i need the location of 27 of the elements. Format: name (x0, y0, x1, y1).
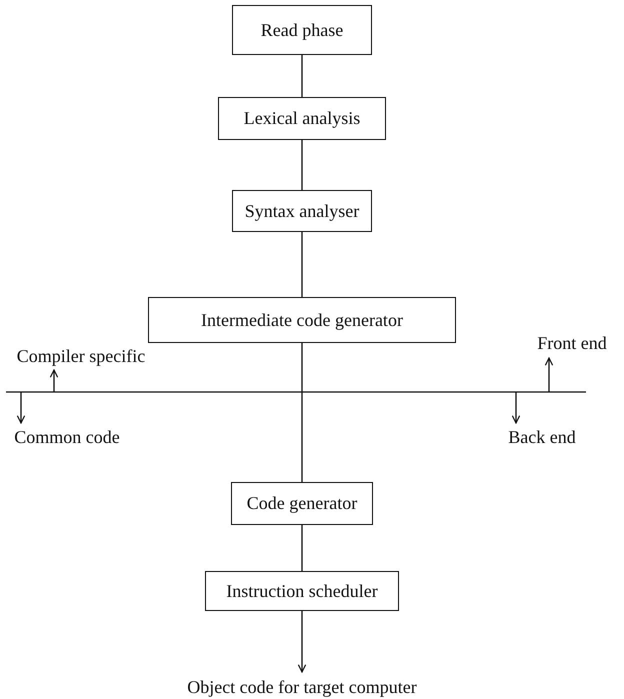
connector-line (301, 343, 303, 482)
text-label: Front end (537, 332, 607, 354)
process-box (231, 482, 373, 525)
arrow (16, 392, 26, 424)
text-label: Common code (14, 426, 120, 448)
text-label: Object code for target computer (187, 676, 417, 698)
process-box (205, 571, 399, 611)
box-label: Instruction scheduler (226, 580, 378, 602)
process-box (218, 97, 386, 140)
process-box (232, 190, 372, 232)
box-label: Syntax analyser (244, 200, 360, 222)
text-label: Back end (508, 426, 576, 448)
arrow (544, 357, 554, 392)
arrow (512, 392, 520, 424)
connector-line (301, 140, 303, 190)
box-label: Intermediate code generator (201, 310, 403, 330)
text-label: Compiler specific (16, 346, 146, 366)
connector-line (301, 232, 303, 297)
box-label: Read phase (260, 20, 344, 40)
arrow (50, 369, 58, 392)
box-label: Lexical analysis (244, 108, 360, 129)
box-label: Code generator (246, 493, 358, 514)
connector-line (301, 525, 303, 571)
connector-line (301, 55, 303, 97)
arrow (298, 611, 306, 673)
process-box (148, 297, 456, 343)
process-box (232, 5, 372, 55)
